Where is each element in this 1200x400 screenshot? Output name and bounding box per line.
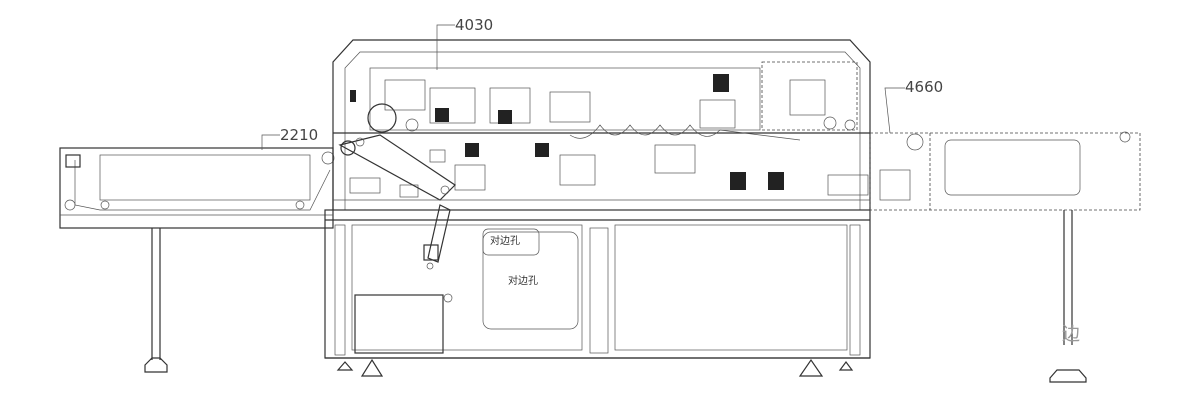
label-4660: 4660 [905, 78, 943, 96]
main-upper-frame [332, 39, 871, 210]
outfeed-conveyor: 边 [869, 131, 1141, 383]
hole-label-center: 对边孔 [508, 274, 538, 287]
hole-label-top: 对边孔 [490, 234, 520, 247]
infeed-conveyor [59, 147, 335, 373]
dimension-labels: 4030 2210 4660 [261, 16, 943, 150]
label-4030: 4030 [455, 16, 493, 34]
watermark: 边 [1062, 324, 1080, 345]
label-2210: 2210 [280, 126, 318, 144]
main-lower-frame: 对边孔 对边孔 [324, 209, 871, 377]
pneumatic-cylinder [423, 204, 451, 270]
